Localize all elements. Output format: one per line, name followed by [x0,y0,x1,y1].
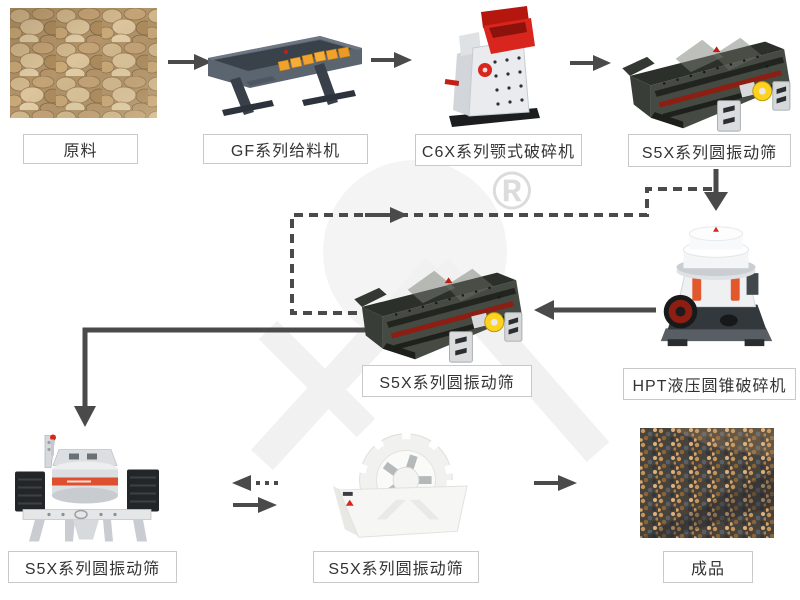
arrow-washer-to-product [534,475,577,491]
label-jaw-crusher: C6X系列颚式破碎机 [415,134,582,166]
vibrating-screen-top-illustration [622,37,791,132]
arrow-feeder-to-jaw [371,52,412,68]
label-sand-maker: S5X系列圆振动筛 [8,551,177,583]
sand-maker-illustration [15,434,159,542]
feeder-illustration [208,36,362,116]
jaw-crusher-illustration [444,6,540,127]
dashed-recirculation-line [290,187,712,315]
label-raw-material: 原料 [23,134,138,164]
label-feeder: GF系列给料机 [203,134,368,164]
arrow-cone-to-screen-mid [534,300,656,320]
arrow-screen-mid-to-sand-maker [74,327,378,427]
arrow-sand-maker-to-washer [233,497,277,513]
registered-trademark-watermark: ® [492,161,532,221]
label-finished-product: 成品 [663,551,753,583]
arrow-jaw-to-screen [570,55,611,71]
label-washer: S5X系列圆振动筛 [313,551,479,583]
arrow-screen-to-cone [704,169,728,211]
finished-product-photo [640,428,774,538]
raw-material-photo [10,8,157,118]
vibrating-screen-middle-illustration [354,268,523,363]
arrow-raw-to-feeder [168,54,212,70]
label-cone-crusher: HPT液压圆锥破碎机 [623,368,796,400]
dotted-arrow-washer-to-sand-maker [232,475,278,491]
label-screen-middle: S5X系列圆振动筛 [362,365,532,397]
sand-washer-illustration [333,428,468,538]
label-screen-top: S5X系列圆振动筛 [628,134,791,167]
cone-crusher-illustration [660,226,773,347]
